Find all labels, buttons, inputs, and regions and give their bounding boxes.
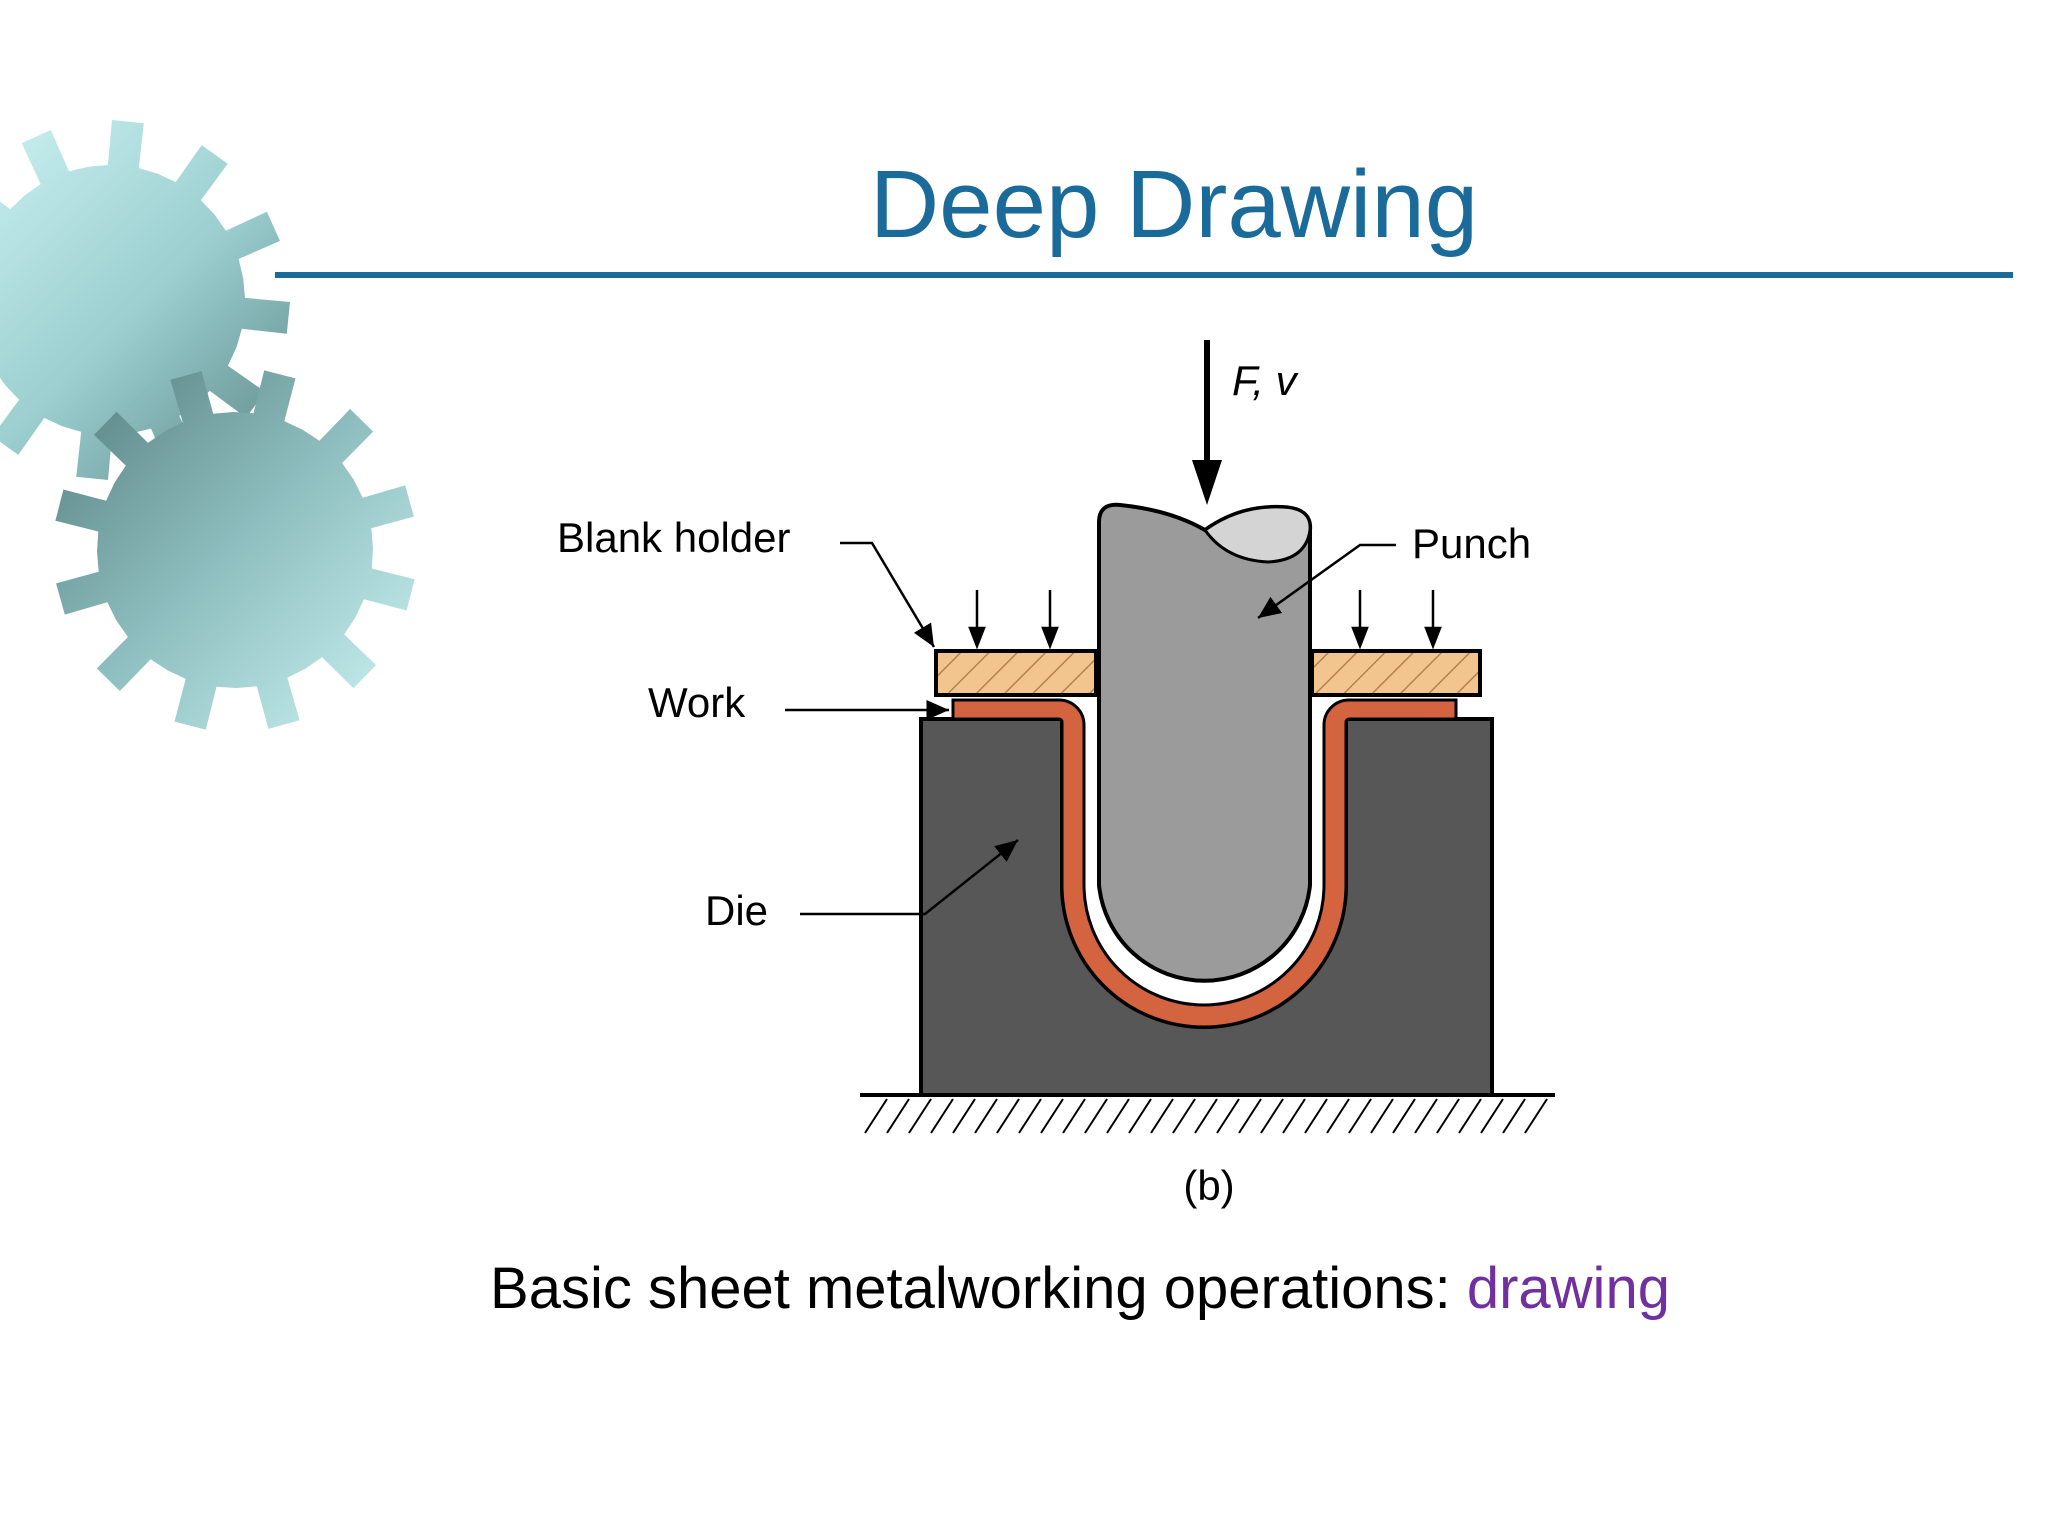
ground-hatch-line xyxy=(864,1098,888,1134)
ground-hatch-line xyxy=(1172,1098,1196,1134)
ground-hatch-line xyxy=(952,1098,976,1134)
caption-highlight: drawing xyxy=(1466,1256,1670,1321)
ground-hatch-line xyxy=(1348,1098,1372,1134)
force-arrow xyxy=(1192,340,1222,505)
slide-caption: Basic sheet metalworking operations: dra… xyxy=(0,1255,2048,1322)
ground-hatch-line xyxy=(1238,1098,1262,1134)
ground-hatch-line xyxy=(996,1098,1020,1134)
ground-hatch-line xyxy=(1260,1098,1284,1134)
ground-hatch-line xyxy=(886,1098,910,1134)
ground-hatch-line xyxy=(1216,1098,1240,1134)
ground-hatch-line xyxy=(1062,1098,1086,1134)
blank-holder-right xyxy=(1310,649,1482,697)
gears-decoration xyxy=(0,120,415,730)
blank-holder-left xyxy=(934,649,1098,697)
ground-hatch-line xyxy=(1018,1098,1042,1134)
subfigure-label: (b) xyxy=(1183,1162,1234,1209)
label-punch: Punch xyxy=(1412,520,1531,567)
pressure-arrow-head xyxy=(1041,626,1059,650)
ground-hatch-line xyxy=(1480,1098,1504,1134)
work-sheet xyxy=(951,698,1458,1029)
leader-die xyxy=(800,839,1019,916)
gear-icon xyxy=(55,370,415,730)
pressure-arrow-head xyxy=(1424,626,1442,650)
ground-hatch-line xyxy=(974,1098,998,1134)
ground-hatch-line xyxy=(1304,1098,1328,1134)
label-blank-holder: Blank holder xyxy=(557,514,790,561)
pressure-arrow-head xyxy=(968,626,986,650)
ground-hatch-line xyxy=(1502,1098,1526,1134)
ground-hatch-line xyxy=(1370,1098,1394,1134)
ground-hatch-line xyxy=(1106,1098,1130,1134)
slide-title: Deep Drawing xyxy=(869,151,1479,258)
leader-punch xyxy=(1257,543,1396,620)
pressure-arrow-head xyxy=(1351,626,1369,650)
ground-hatch-line xyxy=(1194,1098,1218,1134)
ground-hatch-line xyxy=(1040,1098,1064,1134)
leader-blank-holder xyxy=(840,541,936,648)
ground-hatch-line xyxy=(1458,1098,1482,1134)
label-work: Work xyxy=(648,679,746,726)
ground-hatch-line xyxy=(1326,1098,1350,1134)
caption-text: Basic sheet metalworking operations: xyxy=(490,1256,1467,1321)
ground-hatch-line xyxy=(930,1098,954,1134)
ground-hatch-line xyxy=(1392,1098,1416,1134)
ground-hatch-line xyxy=(1282,1098,1306,1134)
force-label: F, v xyxy=(1232,357,1300,404)
title-underline xyxy=(275,272,2013,278)
ground-hatch-line xyxy=(908,1098,932,1134)
label-die: Die xyxy=(705,887,768,934)
holder-pressure-arrows xyxy=(968,590,1442,650)
ground-hatch-line xyxy=(1084,1098,1108,1134)
ground-hatch-line xyxy=(1128,1098,1152,1134)
ground-hatch-line xyxy=(1436,1098,1460,1134)
punch xyxy=(1097,502,1313,983)
ground xyxy=(860,1093,1555,1134)
ground-hatch-line xyxy=(1150,1098,1174,1134)
ground-hatch-line xyxy=(1414,1098,1438,1134)
gear-icon xyxy=(0,120,290,480)
ground-hatch-line xyxy=(1524,1098,1548,1134)
